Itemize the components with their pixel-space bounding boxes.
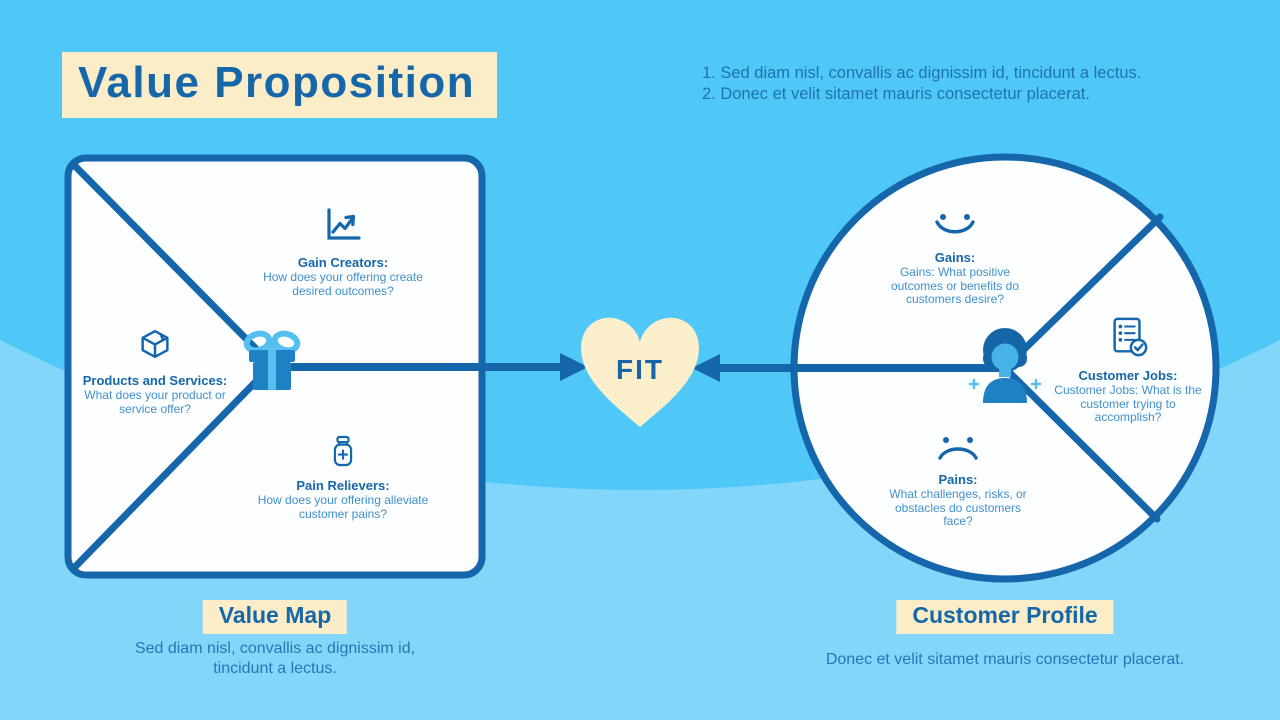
note-line-1: 1. Sed diam nisl, convallis ac dignissim… (702, 64, 1142, 82)
value-map-caption: Sed diam nisl, convallis ac dignissim id… (134, 640, 416, 677)
arrow-right-icon (560, 353, 588, 381)
customer-profile-dividers (1001, 213, 1164, 523)
section-desc: Customer Jobs: What is the customer tryi… (1054, 383, 1202, 424)
customer-profile-label: Customer Profile (896, 600, 1114, 634)
section-title: Gains: (934, 250, 976, 265)
gift-icon (243, 330, 301, 390)
section-gain-creators: Gain Creators: How does your offering cr… (253, 205, 433, 298)
heart-icon (581, 317, 699, 427)
fit-label: FIT (616, 354, 664, 385)
trending-up-icon (327, 208, 361, 240)
note-line-2: 2. Donec et velit sitamet mauris consect… (702, 85, 1090, 103)
section-products-services: Products and Services: What does your pr… (69, 325, 241, 416)
sparkle-icons (968, 378, 1042, 390)
value-map-label: Value Map (202, 600, 348, 634)
title-box: Value Proposition (62, 52, 498, 118)
section-title: Pain Relievers: (296, 478, 390, 493)
checklist-icon (1113, 317, 1148, 357)
section-pains: Pains: What challenges, risks, or obstac… (888, 436, 1028, 529)
value-map-dividers (69, 160, 276, 573)
medicine-bottle-icon (333, 435, 353, 467)
page-title: Value Proposition (78, 58, 476, 107)
section-customer-jobs: Customer Jobs: Customer Jobs: What is th… (1053, 316, 1203, 425)
section-title: Pains: (938, 472, 978, 487)
section-gains: Gains: Gains: What positive outcomes or … (876, 212, 1034, 307)
person-icon (983, 328, 1027, 403)
section-desc: How does your offering alleviate custome… (257, 493, 429, 521)
section-pain-relievers: Pain Relievers: How does your offering a… (255, 434, 431, 521)
customer-profile-caption: Donec et velit sitamet mauris consectetu… (825, 651, 1185, 668)
section-desc: What challenges, risks, or obstacles do … (889, 487, 1027, 528)
package-icon (141, 329, 169, 359)
smiley-face-icon (935, 214, 975, 234)
header-notes: 1. Sed diam nisl, convallis ac dignissim… (702, 63, 1141, 105)
sad-face-icon (938, 437, 978, 460)
section-desc: What does your product or service offer? (84, 388, 226, 416)
section-title: Gain Creators: (297, 255, 389, 270)
section-title: Products and Services: (82, 373, 228, 388)
section-title: Customer Jobs: (1078, 368, 1178, 383)
arrow-left-icon (692, 354, 720, 382)
section-desc: How does your offering create desired ou… (263, 270, 423, 298)
section-desc: Gains: What positive outcomes or benefit… (890, 265, 1020, 306)
